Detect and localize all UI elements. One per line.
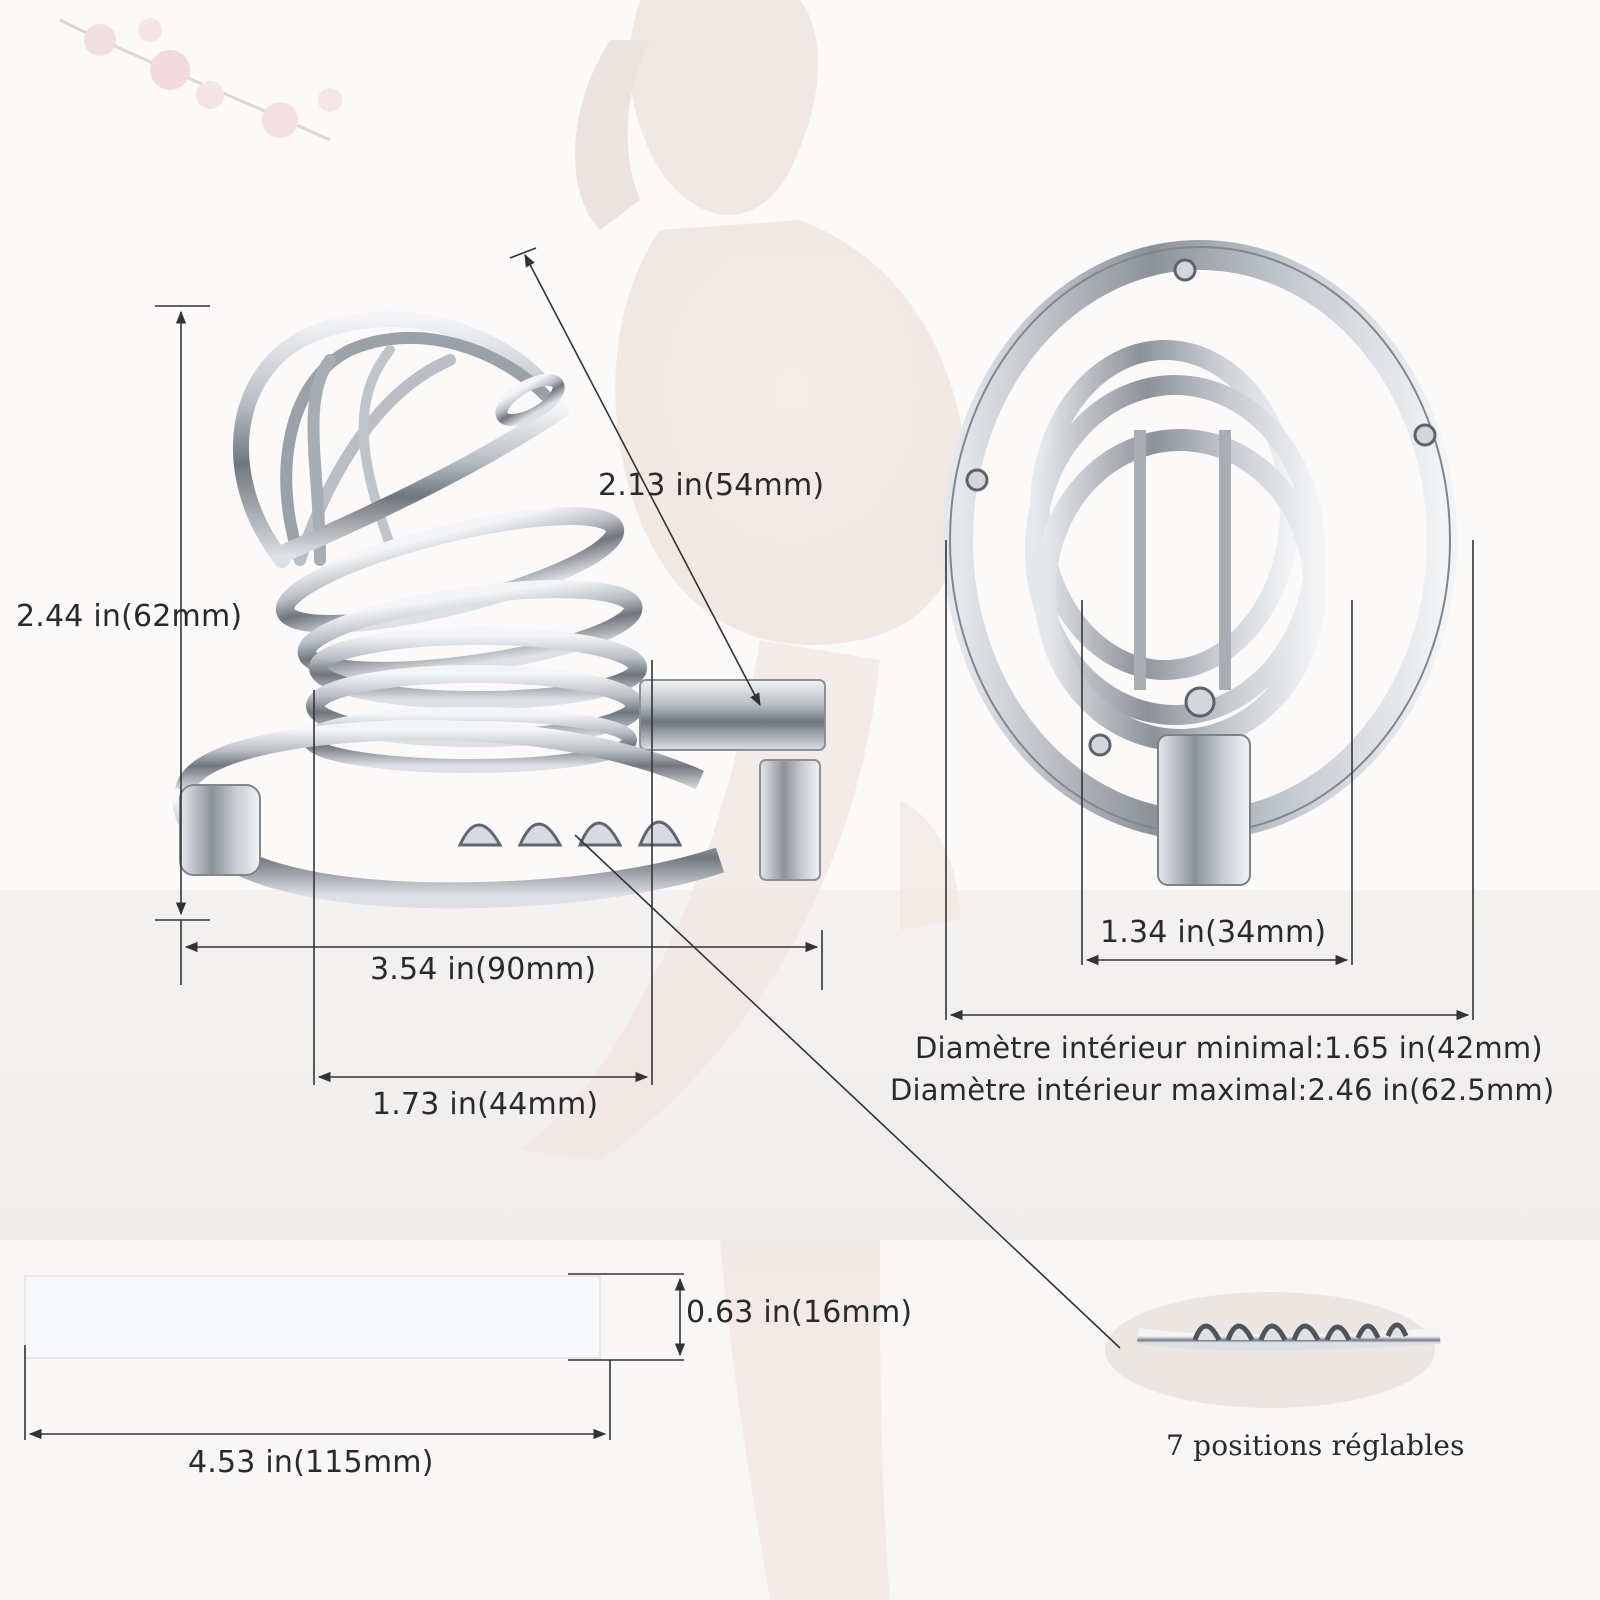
tube [24, 1275, 601, 1359]
tube-length-label: 4.53 in(115mm) [188, 1445, 434, 1480]
min-diameter-label: Diamètre intérieur minimal:1.65 in(42mm) [915, 1031, 1543, 1065]
side-view-device [172, 311, 826, 909]
adjust-positions-label: 7 positions réglables [1166, 1429, 1465, 1462]
total-height-label: 2.44 in(62mm) [16, 599, 243, 634]
front-view-device [943, 240, 1457, 886]
cage-width-label: 1.73 in(44mm) [372, 1087, 599, 1122]
tube-height-label: 0.63 in(16mm) [686, 1295, 913, 1330]
dimension-lines [24, 247, 1474, 1440]
notch-detail [1136, 1322, 1441, 1351]
cage-length-label: 2.13 in(54mm) [598, 468, 825, 503]
max-diameter-label: Diamètre intérieur maximal:2.46 in(62.5m… [890, 1073, 1555, 1107]
ring-opening-label: 1.34 in(34mm) [1100, 915, 1327, 950]
total-width-label: 3.54 in(90mm) [370, 952, 597, 987]
blossom-branch [59, 18, 342, 142]
